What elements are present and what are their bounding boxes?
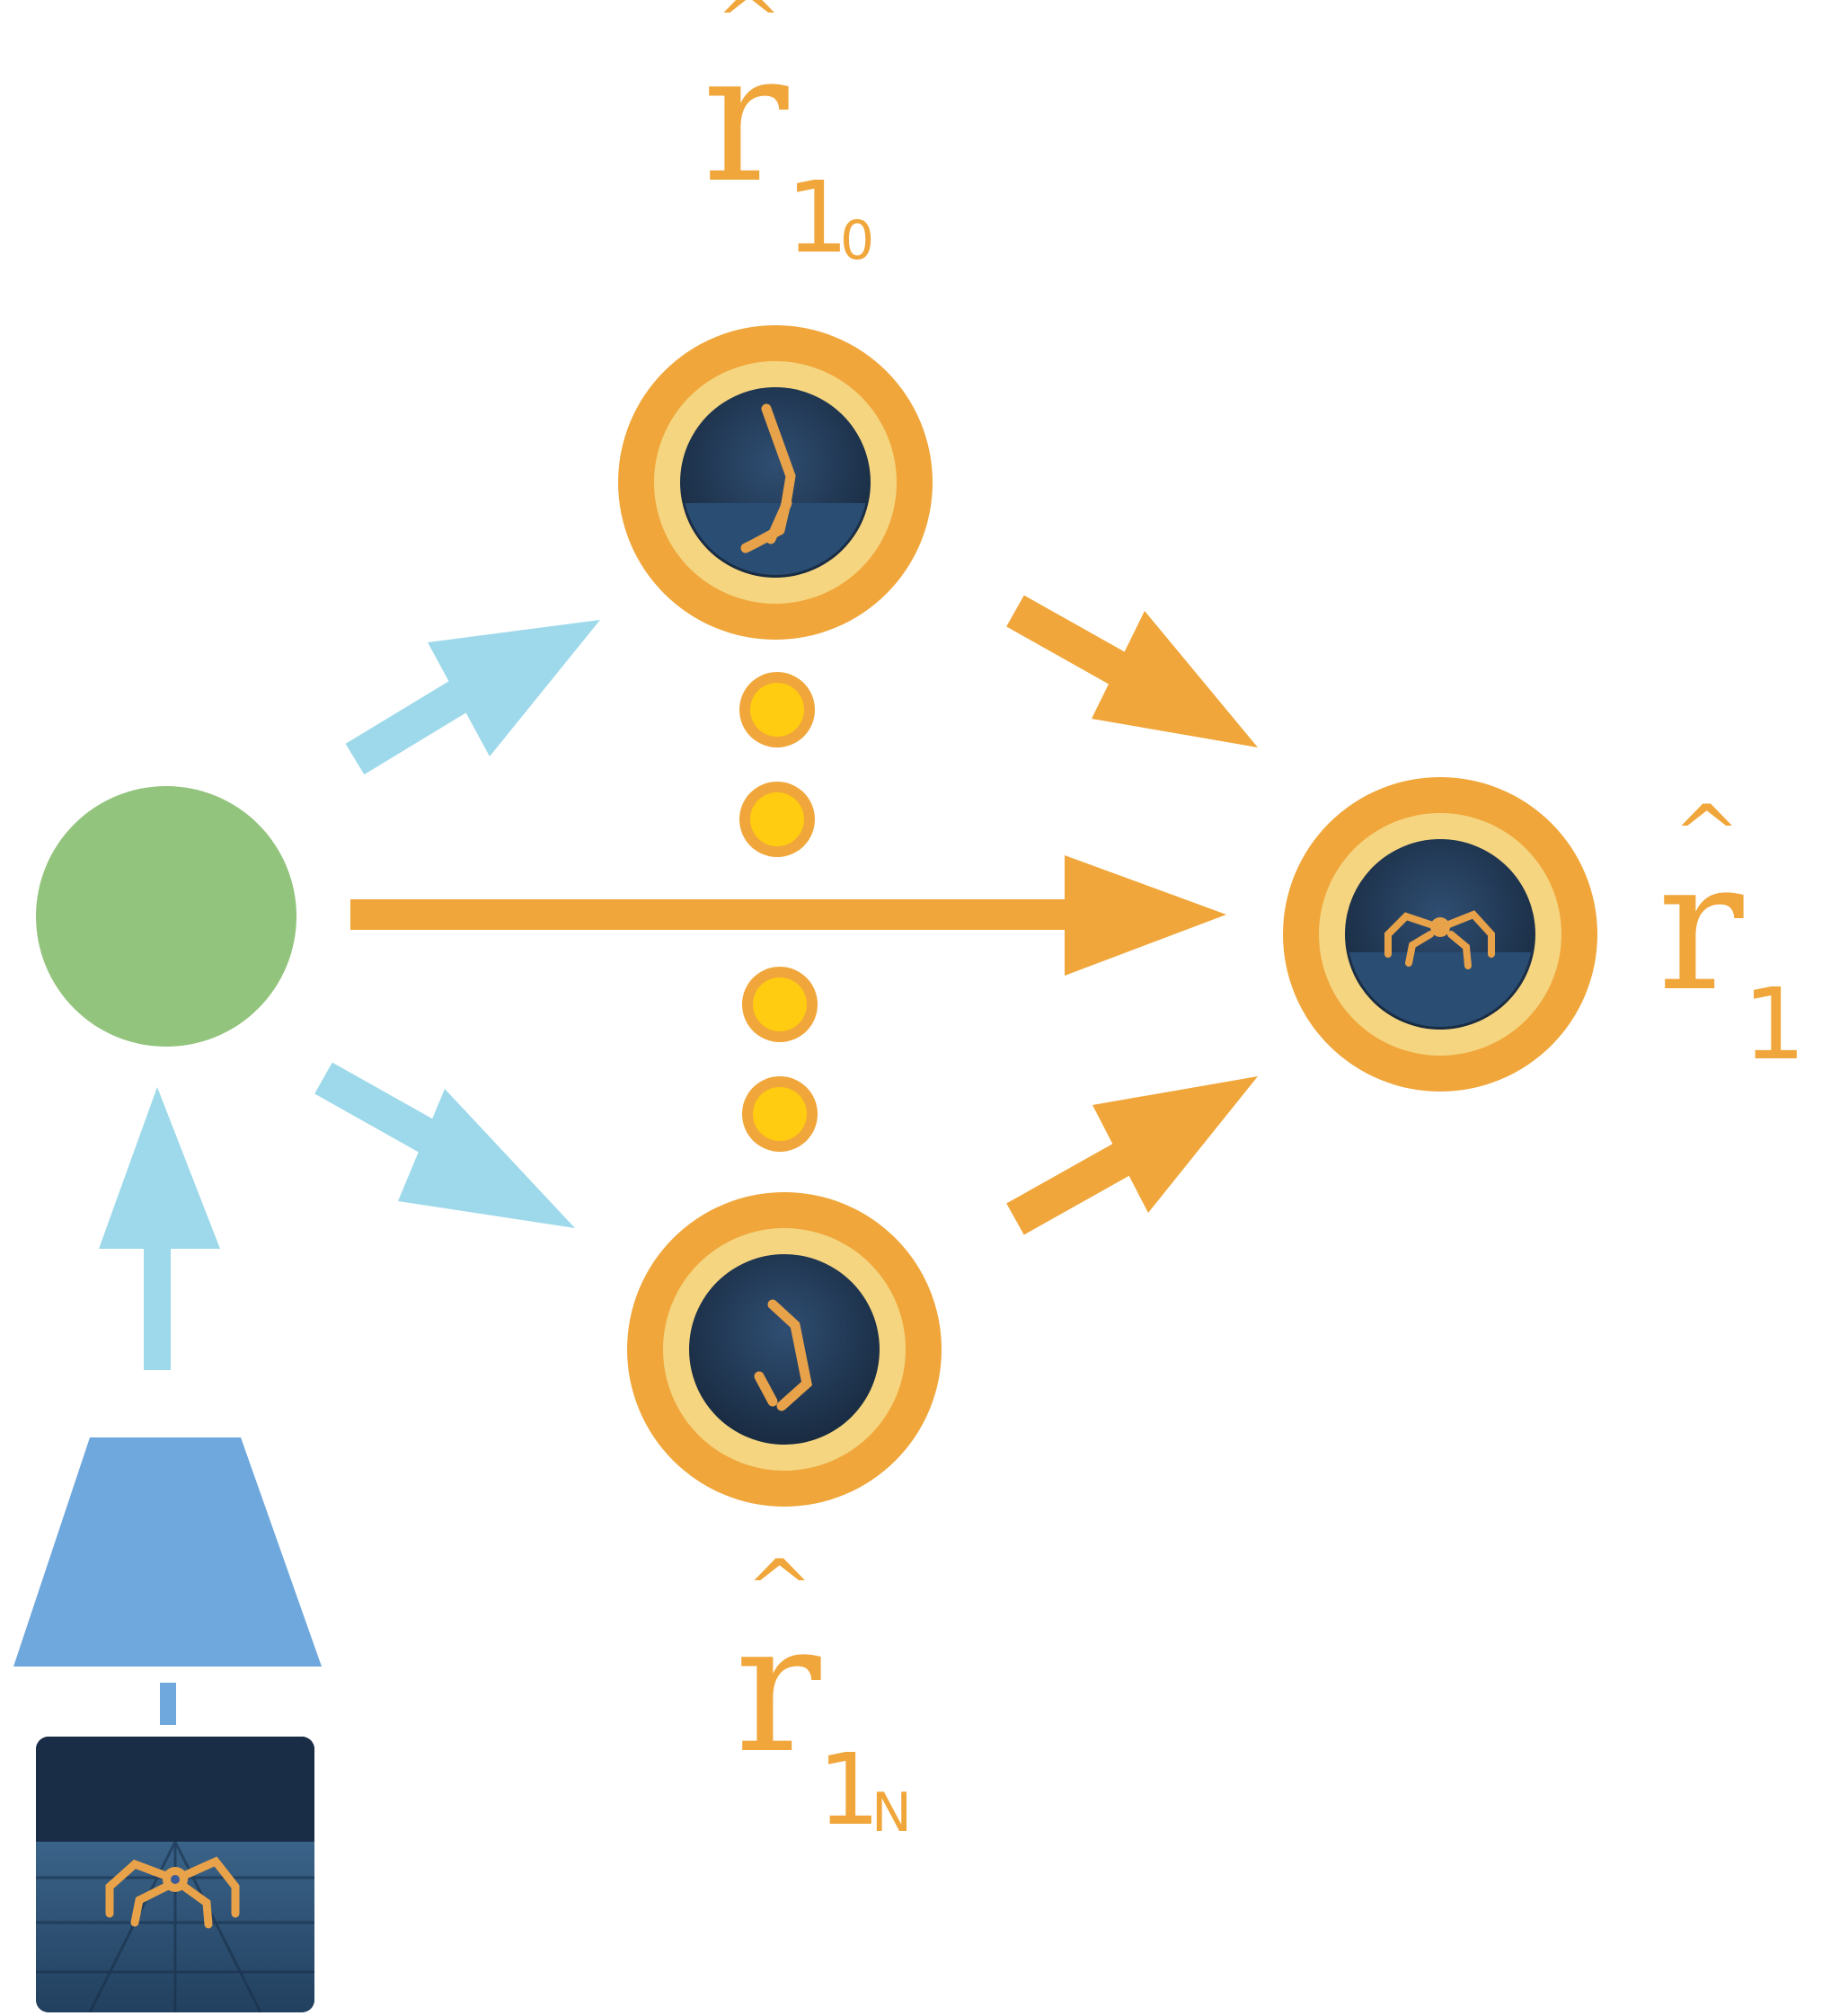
arrow-latent-to-bottom xyxy=(314,1062,575,1228)
label-top-sub: 1 xyxy=(786,160,849,275)
label-right-hat: ^ xyxy=(1673,788,1740,882)
arrow-latent-to-aggregate xyxy=(350,855,1226,976)
label-top-subsub: 0 xyxy=(840,209,874,272)
hopper-icon xyxy=(754,1299,813,1411)
label-reward-top: ^ r 1 0 xyxy=(703,0,874,275)
label-bottom-hat: ^ xyxy=(746,1543,813,1637)
arrow-encoder-to-latent xyxy=(99,1087,220,1370)
label-right-sub: 1 xyxy=(1743,967,1806,1082)
arrow-latent-to-top xyxy=(345,620,600,775)
label-bottom-subsub: N xyxy=(871,1782,912,1844)
ellipsis-dots xyxy=(739,672,818,1152)
encoder-trapezoid xyxy=(13,1437,322,1667)
label-bottom-symbol: r xyxy=(735,1584,821,1793)
arrow-top-to-aggregate xyxy=(1006,595,1258,747)
label-right-symbol: r xyxy=(1658,822,1744,1031)
reward-node-aggregate xyxy=(1283,777,1597,1092)
label-reward-bottom: ^ r 1 N xyxy=(735,1543,912,1847)
arrow-bottom-to-aggregate xyxy=(1006,1076,1258,1235)
label-bottom-sub: 1 xyxy=(818,1732,880,1847)
encoder-connector xyxy=(160,1683,176,1725)
latent-state-node xyxy=(36,786,296,1047)
input-frame-image xyxy=(36,1737,314,2012)
walker-icon xyxy=(740,403,796,553)
ant-robot-icon xyxy=(105,1856,240,1929)
label-reward-aggregate: ^ r 1 xyxy=(1658,788,1806,1082)
reward-node-bottom xyxy=(627,1192,942,1507)
reward-node-top xyxy=(618,325,933,640)
label-top-hat: ^ xyxy=(715,0,783,69)
ant-robot-icon xyxy=(1384,910,1495,969)
label-top-symbol: r xyxy=(703,13,789,223)
